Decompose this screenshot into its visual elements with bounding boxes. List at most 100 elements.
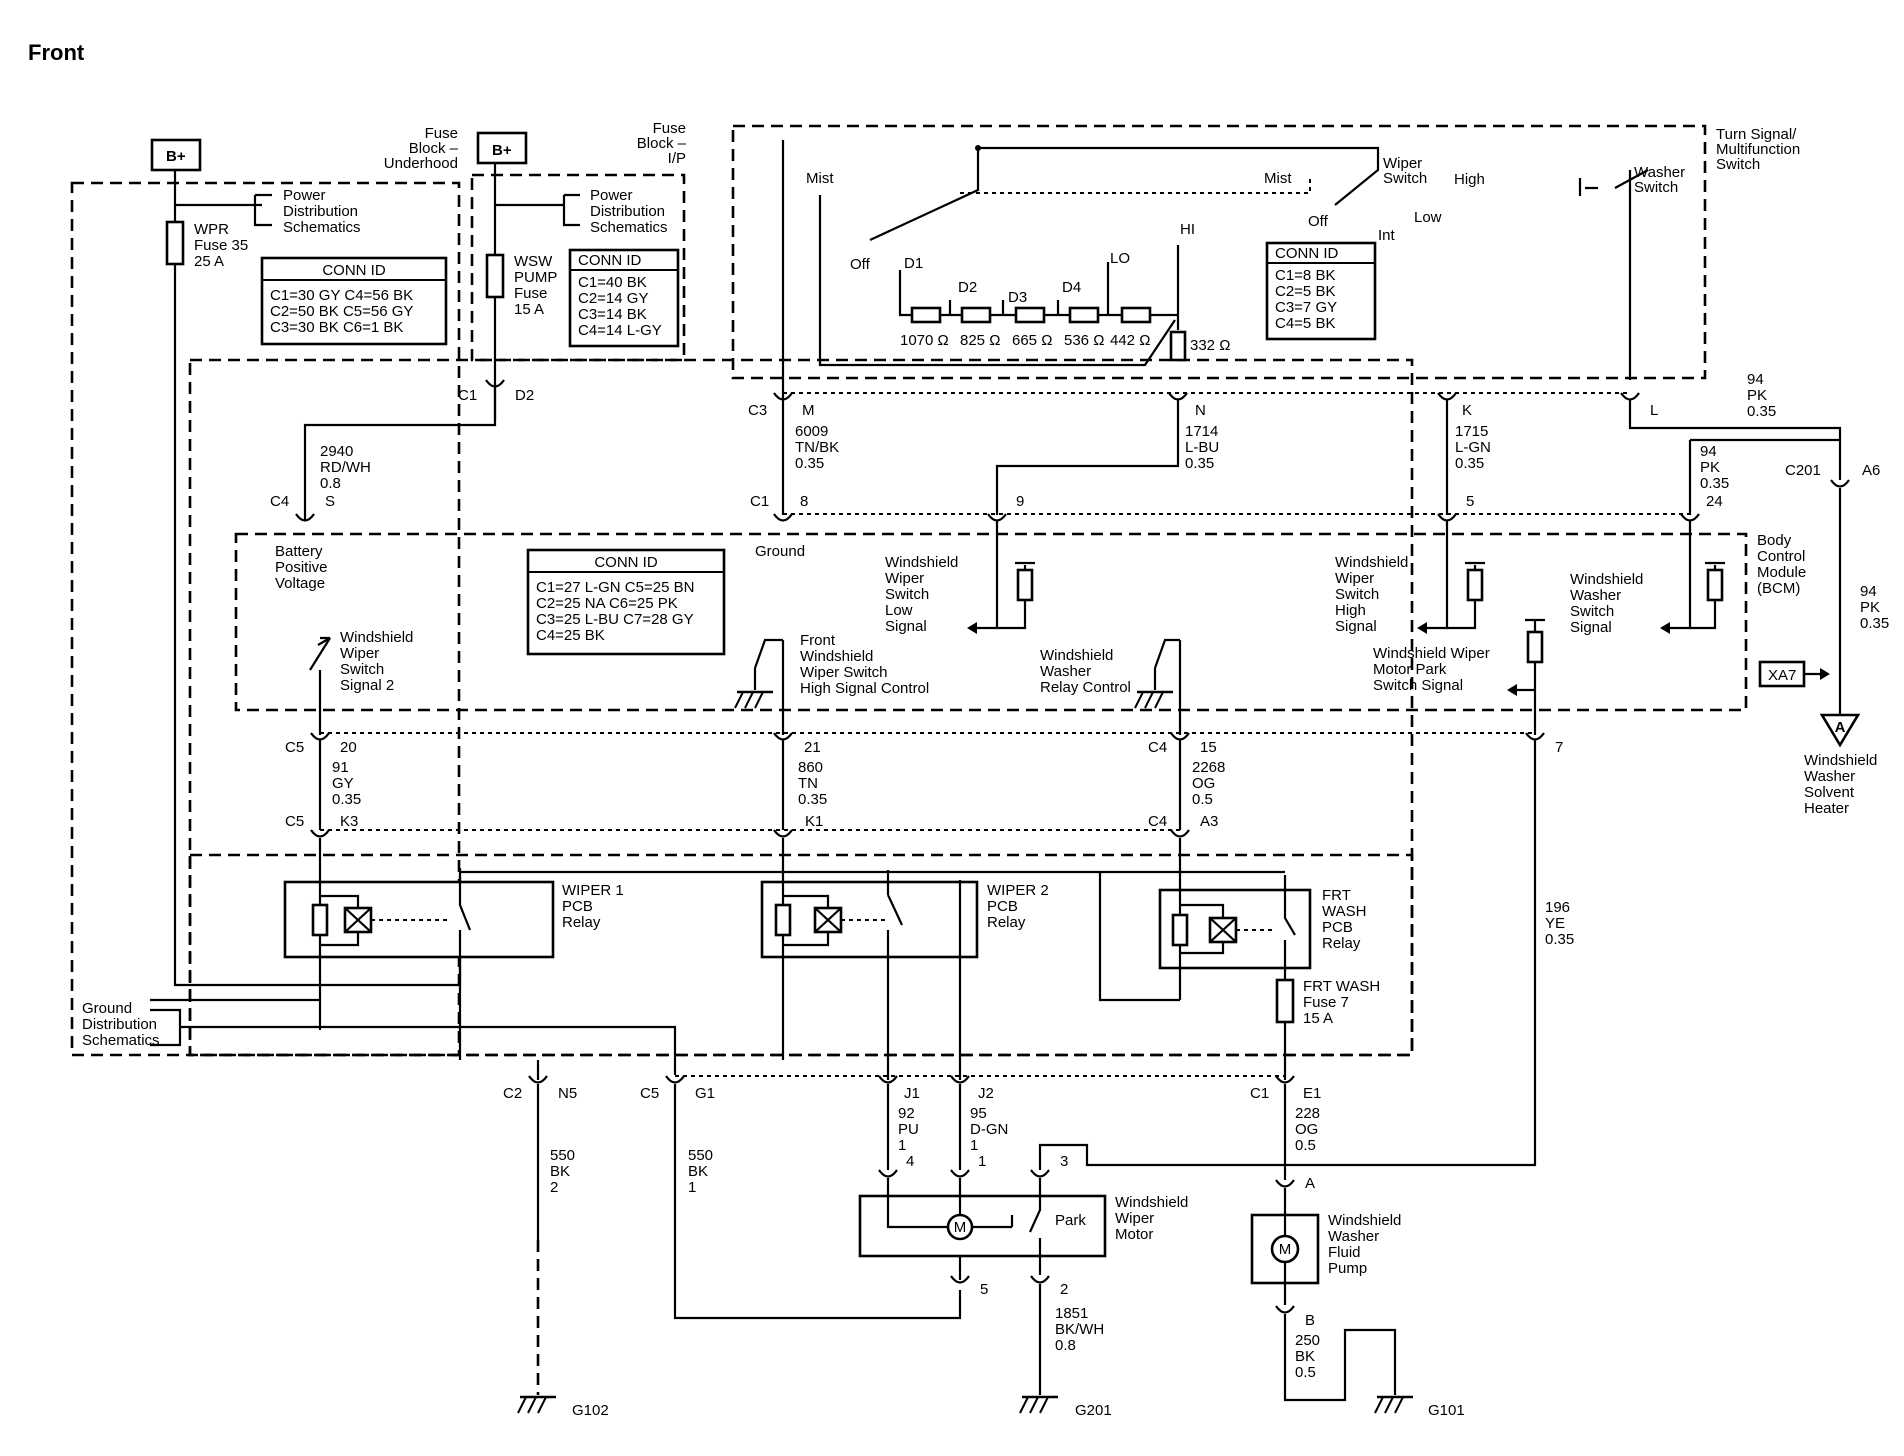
- wsw-fuse-1: WSW: [514, 253, 553, 270]
- fuse-block-ip-1: Fuse: [653, 120, 686, 137]
- conn-k3: K3: [340, 813, 358, 830]
- wire-250-2: BK: [1295, 1348, 1315, 1365]
- frt-wash-1: FRT: [1322, 887, 1351, 904]
- washer-relay-2: Washer: [1040, 663, 1091, 680]
- conn-j2: J2: [978, 1085, 994, 1102]
- conn-21: 21: [804, 739, 821, 756]
- d2-label: D2: [958, 279, 977, 296]
- d1-label: D1: [904, 255, 923, 272]
- wire-94b-3: 0.35: [1700, 475, 1729, 492]
- d3-label: D3: [1008, 289, 1027, 306]
- xa7-label: XA7: [1768, 667, 1796, 684]
- wiper1-3: Relay: [562, 914, 601, 931]
- pin-4: 4: [906, 1153, 914, 1170]
- pin-a: A: [1305, 1175, 1315, 1192]
- pin-b: B: [1305, 1312, 1315, 1329]
- wire-1714-3: 0.35: [1185, 455, 1214, 472]
- washer-sig-2: Washer: [1570, 587, 1621, 604]
- wsw-fuse-3: Fuse: [514, 285, 547, 302]
- frt-wash-2: WASH: [1322, 903, 1366, 920]
- int-label: Int: [1378, 227, 1396, 244]
- wire-2940-2: RD/WH: [320, 459, 371, 476]
- wire-228-1: 228: [1295, 1105, 1320, 1122]
- power-dist-1b: Distribution: [283, 203, 358, 220]
- conn-a6: A6: [1862, 462, 1880, 479]
- wire-2268-3: 0.5: [1192, 791, 1213, 808]
- ground-dist-2: Distribution: [82, 1016, 157, 1033]
- conn-bcm-r1: C1=27 L-GN C5=25 BN: [536, 579, 694, 596]
- wiper-switch-1: Wiper: [1383, 155, 1422, 172]
- wire-2940-3: 0.8: [320, 475, 341, 492]
- turn-signal-3: Switch: [1716, 156, 1760, 173]
- ground-dist-3: Schematics: [82, 1032, 160, 1049]
- conn-c4: C4: [270, 493, 289, 510]
- wire-1851-2: BK/WH: [1055, 1321, 1104, 1338]
- wire-92-1: 92: [898, 1105, 915, 1122]
- conn-9: 9: [1016, 493, 1024, 510]
- turn-signal-2: Multifunction: [1716, 141, 1800, 158]
- wire-550b-3: 1: [688, 1179, 696, 1196]
- wire-94a-2: PK: [1747, 387, 1767, 404]
- wpr-fuse: [165, 220, 185, 266]
- fuse-block-ip-3: I/P: [668, 150, 686, 167]
- wire-94c-2: PK: [1860, 599, 1880, 616]
- conn-c3: C3: [748, 402, 767, 419]
- conn-table-underhood: [260, 256, 448, 346]
- g102-label: G102: [572, 1402, 609, 1419]
- page-title: Front: [28, 40, 85, 65]
- frt-wash-fuse-3: 15 A: [1303, 1010, 1333, 1027]
- power-dist-2a: Power: [590, 187, 633, 204]
- pin-2: 2: [1060, 1281, 1068, 1298]
- wire-1851-1: 1851: [1055, 1305, 1088, 1322]
- conn-switch-r1: C1=8 BK: [1275, 267, 1335, 284]
- wire-250-1: 250: [1295, 1332, 1320, 1349]
- wpr-fuse-2: Fuse 35: [194, 237, 248, 254]
- wire-6009-2: TN/BK: [795, 439, 839, 456]
- wiper-switch-2: Switch: [1383, 170, 1427, 187]
- wire-196-1: 196: [1545, 899, 1570, 916]
- ws-sig2-3: Switch: [340, 661, 384, 678]
- wire-550b-1: 550: [688, 1147, 713, 1164]
- ws-low-3: Switch: [885, 586, 929, 603]
- off-right: Off: [1308, 213, 1329, 230]
- wire-250-3: 0.5: [1295, 1364, 1316, 1381]
- ground-label: Ground: [755, 543, 805, 560]
- pump-2: Washer: [1328, 1228, 1379, 1245]
- conn-s: S: [325, 493, 335, 510]
- conn-table-bcm: [526, 548, 726, 656]
- front-hi-4: High Signal Control: [800, 680, 929, 697]
- battery-pos-3: Voltage: [275, 575, 325, 592]
- frt-wash-3: PCB: [1322, 919, 1353, 936]
- conn-underhood-r1: C1=30 GY C4=56 BK: [270, 287, 413, 304]
- conn-switch-r4: C4=5 BK: [1275, 315, 1335, 332]
- motor-park-2: Motor Park: [1373, 661, 1447, 678]
- wire-95-3: 1: [970, 1137, 978, 1154]
- conn-underhood-r2: C2=50 BK C5=56 GY: [270, 303, 413, 320]
- conn-k: K: [1462, 402, 1472, 419]
- power-dist-2b: Distribution: [590, 203, 665, 220]
- conn-n: N: [1195, 402, 1206, 419]
- conn-switch-r3: C3=7 GY: [1275, 299, 1337, 316]
- solvent-heater-3: Solvent: [1804, 784, 1855, 801]
- pin-5: 5: [980, 1281, 988, 1298]
- wire-6009-1: 6009: [795, 423, 828, 440]
- heater-a-label: A: [1835, 719, 1846, 736]
- mist-right: Mist: [1264, 170, 1292, 187]
- conn-c4b: C4: [1148, 739, 1167, 756]
- fuse-block-underhood-1: Fuse: [425, 125, 458, 142]
- wiper1-1: WIPER 1: [562, 882, 624, 899]
- front-hi-1: Front: [800, 632, 836, 649]
- pump-1: Windshield: [1328, 1212, 1401, 1229]
- conn-ip-r2: C2=14 GY: [578, 290, 648, 307]
- wire-228-2: OG: [1295, 1121, 1318, 1138]
- power-dist-1a: Power: [283, 187, 326, 204]
- bplus-label-2: B+: [492, 142, 512, 159]
- ws-high-1: Windshield: [1335, 554, 1408, 571]
- conn-table-switch: [1265, 241, 1377, 341]
- wire-95-2: D-GN: [970, 1121, 1008, 1138]
- r2-label: 825 Ω: [960, 332, 1000, 349]
- frt-wash-fuse: [1275, 978, 1295, 1024]
- low-label: Low: [1414, 209, 1442, 226]
- turn-signal-switch-frame: [731, 124, 1707, 380]
- frt-wash-fuse-2: Fuse 7: [1303, 994, 1349, 1011]
